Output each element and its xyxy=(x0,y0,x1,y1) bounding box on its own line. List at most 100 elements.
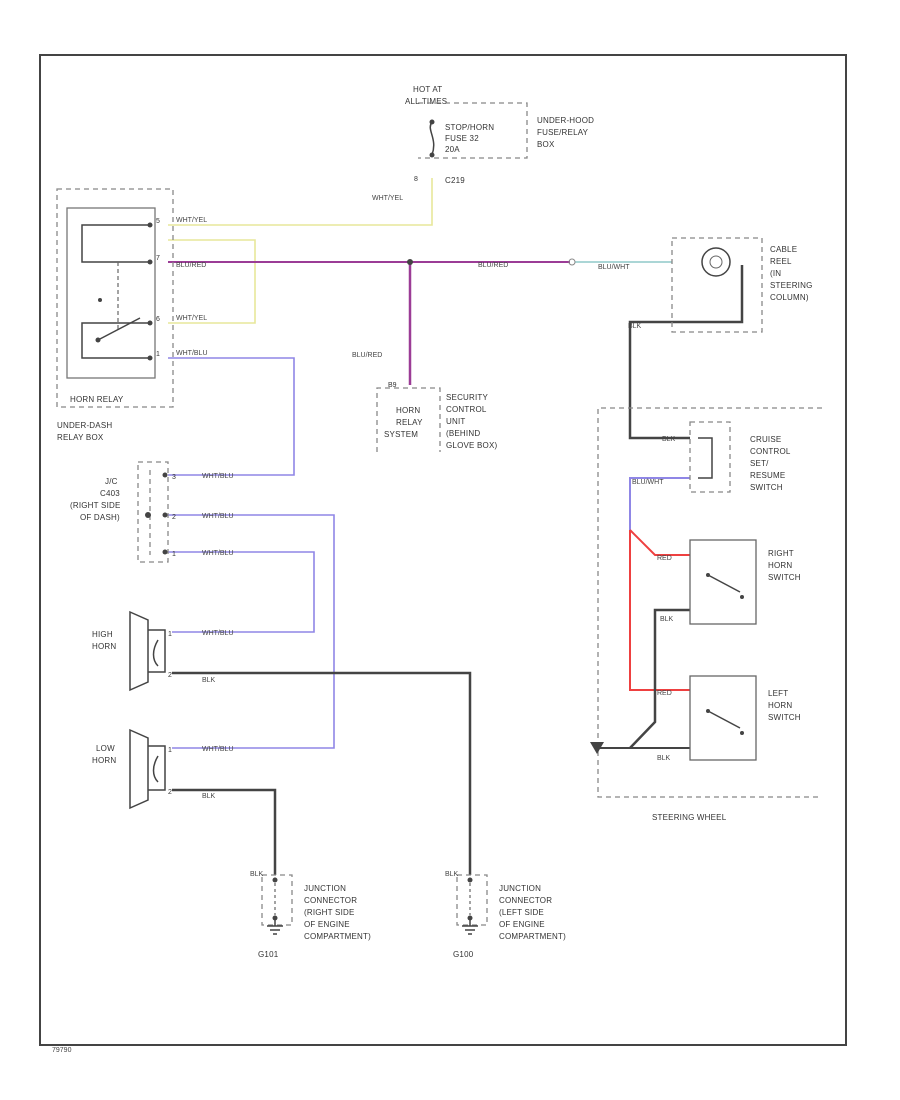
relay-pin-dot xyxy=(147,259,153,265)
high-horn-wire-1: WHT/BLU xyxy=(202,630,234,637)
g100-label-4: OF ENGINE xyxy=(499,920,545,929)
red-wire-label-1: RED xyxy=(657,555,672,562)
fuse-power-label-2: ALL TIMES xyxy=(405,97,447,106)
fuse-connector-label: C219 xyxy=(445,176,465,185)
security-pin: B9 xyxy=(388,382,397,389)
right-horn-switch xyxy=(689,539,757,625)
relay-pin-dot xyxy=(147,222,153,228)
security-right-3: UNIT xyxy=(446,417,465,426)
bus-splice xyxy=(407,259,413,265)
g100-connector-outline xyxy=(456,874,488,926)
wire-blk-low-ground xyxy=(172,788,277,875)
left-switch-contact xyxy=(707,710,741,729)
jc-label-3: (RIGHT SIDE xyxy=(70,501,121,510)
low-horn-wire-1: WHT/BLU xyxy=(202,746,234,753)
jc-pin-dot xyxy=(145,512,151,518)
high-horn-label-2: HORN xyxy=(92,642,116,651)
low-horn-label-1: LOW xyxy=(96,744,115,753)
ground-g100: BLK JUNCTION CONNECTOR (LEFT SIDE OF ENG… xyxy=(445,871,566,959)
jc-label-4: OF DASH) xyxy=(80,513,120,522)
left-horn-label-2: HORN xyxy=(768,701,792,710)
g101-wire-label: BLK xyxy=(250,871,264,878)
jc-pin-dot xyxy=(162,472,168,478)
cable-reel-hub xyxy=(709,255,723,269)
g101-label-3: (RIGHT SIDE xyxy=(304,908,355,917)
security-right-4: (BEHIND xyxy=(446,429,480,438)
right-switch-dot xyxy=(740,595,744,599)
relay-inner-outline xyxy=(66,207,156,379)
wire-blk-high-ground xyxy=(172,671,472,875)
security-right-2: CONTROL xyxy=(446,405,487,414)
right-switch-contact xyxy=(707,574,741,593)
jc-pin-3: 3 xyxy=(172,474,176,481)
high-horn-label-1: HIGH xyxy=(92,630,113,639)
g100-label-2: CONNECTOR xyxy=(499,896,552,905)
relay-pin-dot xyxy=(147,355,153,361)
low-horn-pin-2: 2 xyxy=(168,789,172,796)
right-horn-label-2: HORN xyxy=(768,561,792,570)
high-horn-pin-1: 1 xyxy=(168,631,172,638)
g100-label-1: JUNCTION xyxy=(499,884,541,893)
horn-relay: 5 7 6 1 WHT/YEL BLU/RED WHT/YEL WHT/BLU … xyxy=(56,188,208,442)
jc-wire-1: WHT/BLU xyxy=(202,473,234,480)
fuse-box-label-3: BOX xyxy=(537,140,555,149)
left-horn-label-1: LEFT xyxy=(768,689,788,698)
teal-wire-label: BLU/WHT xyxy=(598,264,630,271)
wire-wht-yel-fuse xyxy=(168,178,433,226)
relay-pin-dot xyxy=(147,320,153,326)
right-horn-label-1: RIGHT xyxy=(768,549,794,558)
jc-wire-3: WHT/BLU xyxy=(202,550,234,557)
right-switch-dot xyxy=(706,573,710,577)
bus-down-wire-label: BLU/RED xyxy=(352,352,382,359)
fuse-wire-label: WHT/YEL xyxy=(372,195,403,202)
steering-wheel-outline xyxy=(597,407,822,798)
fuse-label-3: 20A xyxy=(445,145,460,154)
g101-code: G101 xyxy=(258,950,279,959)
g101-label-4: OF ENGINE xyxy=(304,920,350,929)
steering-ground-icon xyxy=(590,742,604,754)
jc-label-2: C403 xyxy=(100,489,120,498)
low-horn-icon xyxy=(129,728,149,810)
ground-g101: BLK JUNCTION CONNECTOR (RIGHT SIDE OF EN… xyxy=(250,871,371,959)
left-switch-dot xyxy=(740,731,744,735)
wire-wht-blu-jc-low xyxy=(168,514,335,749)
cable-reel-label-3: (IN xyxy=(770,269,781,278)
low-horn-label-2: HORN xyxy=(92,756,116,765)
high-horn-icon xyxy=(129,610,149,692)
wire-wht-blu-relay-jc xyxy=(168,357,295,476)
security-unit: B9 HORN RELAY SYSTEM SECURITY CONTROL UN… xyxy=(376,382,497,452)
g101-label-2: CONNECTOR xyxy=(304,896,357,905)
cruise-switch-symbol xyxy=(698,437,713,479)
fuse-power-label: HOT AT xyxy=(413,85,442,94)
relay-pin-dot xyxy=(95,337,101,343)
security-left-1: HORN xyxy=(396,406,420,415)
fuse-label-1: STOP/HORN xyxy=(445,123,494,132)
relay-pin-6: 6 xyxy=(156,316,160,323)
cable-reel-label-4: STEERING xyxy=(770,281,813,290)
jc-label-1: J/C xyxy=(105,477,118,486)
blk-wire-label-1: BLK xyxy=(660,616,674,623)
g100-label-3: (LEFT SIDE xyxy=(499,908,544,917)
g101-connector-outline xyxy=(261,874,293,926)
wire-wht-yel-jumper xyxy=(168,239,256,324)
steering-wheel: STEERING WHEEL BLK BLK BLU/WHT CRUISE CO… xyxy=(590,323,822,822)
left-horn-label-3: SWITCH xyxy=(768,713,801,722)
bus-wire-label: BLU/RED xyxy=(478,262,508,269)
cruise-wire-bluwht: BLU/WHT xyxy=(632,479,664,486)
relay-pin-dot xyxy=(98,298,102,302)
cruise-label-1: CRUISE xyxy=(750,435,781,444)
jc-outline xyxy=(137,461,169,563)
wire-wht-blu-jc-high xyxy=(168,551,315,633)
cable-reel-label-5: COLUMN) xyxy=(770,293,809,302)
left-horn-switch xyxy=(689,675,757,761)
cruise-wire-blk: BLK xyxy=(662,436,676,443)
relay-location-1: UNDER-DASH xyxy=(57,421,112,430)
g101-ground-icon xyxy=(267,920,283,935)
reel-connector-node xyxy=(568,258,576,266)
high-horn-wire-2: BLK xyxy=(202,677,216,684)
relay-wire-4: WHT/BLU xyxy=(176,350,208,357)
relay-pin-7: 7 xyxy=(156,255,160,262)
junction-connector-c403: 3 2 1 WHT/BLU WHT/BLU WHT/BLU J/C C403 (… xyxy=(70,461,234,563)
g100-wire-label: BLK xyxy=(445,871,459,878)
